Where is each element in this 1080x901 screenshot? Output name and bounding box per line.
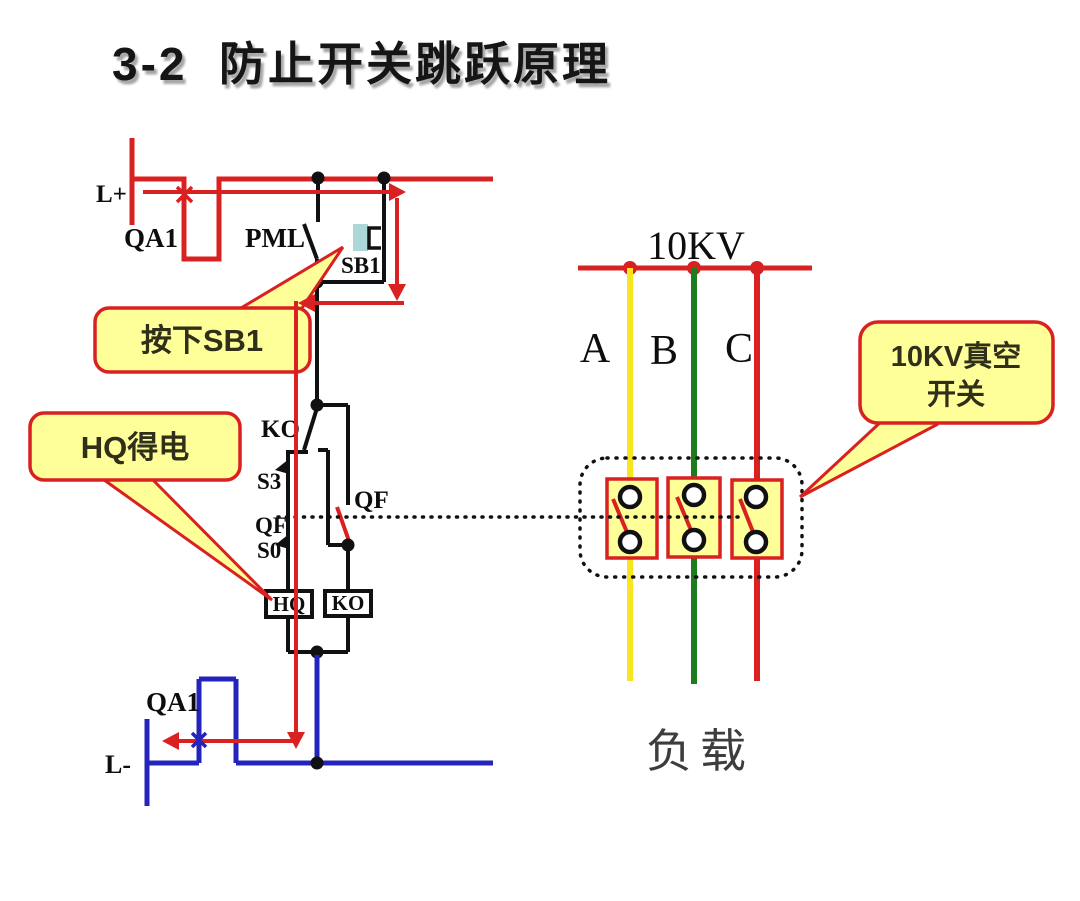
break-x-mark-top xyxy=(175,185,194,204)
flow-arrowhead-left xyxy=(298,294,315,312)
slide-title: 3-2 防止开关跳跃原理 xyxy=(112,38,612,90)
positive-rail-with-qa1-notch xyxy=(132,176,493,262)
junction-dot xyxy=(377,171,391,185)
load-label: 负载 xyxy=(646,725,754,777)
s0-label: S0 xyxy=(257,538,281,563)
ko-contact-label: KO xyxy=(261,416,300,443)
s3-contact-arrow xyxy=(275,459,289,474)
pole-terminal xyxy=(743,529,769,555)
pole-terminal xyxy=(681,482,707,508)
qf-right-fixed-wire xyxy=(317,403,350,505)
flow-arrowhead-left xyxy=(162,732,179,750)
breaker-bottom-label: QA1 xyxy=(146,687,200,717)
pole-terminal xyxy=(743,484,769,510)
callout-text-line1: 10KV真空 xyxy=(891,339,1022,373)
callout-bubble xyxy=(28,411,242,482)
sb1-button-symbol xyxy=(367,226,381,250)
junction-dot xyxy=(310,645,324,659)
hq-coil-label: HQ xyxy=(273,592,306,616)
callout-vacuum-switch: 10KV真空 开关 xyxy=(798,320,1055,499)
callout-tail-edge xyxy=(798,417,939,499)
flow-arrowhead-down xyxy=(287,732,305,749)
callout-text-line2: 开关 xyxy=(927,378,985,411)
pole-terminal xyxy=(617,529,643,555)
sb1-label: SB1 xyxy=(341,253,381,278)
phase-c-label: C xyxy=(725,326,753,372)
callout-hq-energized: HQ得电 xyxy=(28,411,274,602)
flow-arrowhead-right xyxy=(389,183,406,201)
callout-text: HQ得电 xyxy=(81,430,190,465)
callout-bubble xyxy=(858,320,1055,425)
current-flow-arrows xyxy=(143,183,406,750)
power-circuit: 10KV A B C 负载 xyxy=(578,223,812,777)
pml-label: PML xyxy=(245,223,305,253)
ko-contact-blade xyxy=(302,407,319,451)
callout-tail-edge xyxy=(99,475,274,602)
sb1-button-pad xyxy=(353,224,368,251)
s0-contact-arrow xyxy=(275,534,289,549)
qf-right-label: QF xyxy=(354,487,389,514)
breaker-pole-c xyxy=(730,478,784,560)
callout-text: 按下SB1 xyxy=(141,323,263,358)
junction-dot xyxy=(310,398,324,412)
negative-rail-with-qa1-pulse xyxy=(148,676,493,766)
pole-terminal xyxy=(617,484,643,510)
rail-negative-label: L- xyxy=(105,750,131,779)
rail-positive-label: L+ xyxy=(96,181,127,208)
qf-right-blade xyxy=(335,506,351,542)
phase-a-label: A xyxy=(580,326,611,372)
breaker-top-label: QA1 xyxy=(124,223,178,253)
vacuum-breaker-enclosure xyxy=(578,456,804,579)
callout-press-sb1: 按下SB1 xyxy=(93,245,345,374)
breaker-pole-a xyxy=(605,477,659,560)
flow-arrowhead-down xyxy=(388,284,406,301)
s3-label: S3 xyxy=(257,469,281,494)
junction-dot xyxy=(341,538,355,552)
pole-terminal xyxy=(681,527,707,553)
junction-dot xyxy=(310,756,324,770)
junction-dot xyxy=(311,171,325,185)
ko-coil-label: KO xyxy=(332,591,365,615)
qf-left-label: QF xyxy=(255,513,287,538)
callout-bubble xyxy=(93,306,312,374)
phase-b-label: B xyxy=(650,328,678,374)
break-x-mark-bottom xyxy=(190,731,208,749)
bus-voltage-label: 10KV xyxy=(647,223,745,268)
control-circuit: L+ QA1 PML SB1 KO S3 QF S0 QF HQ KO QA1 … xyxy=(96,138,493,806)
